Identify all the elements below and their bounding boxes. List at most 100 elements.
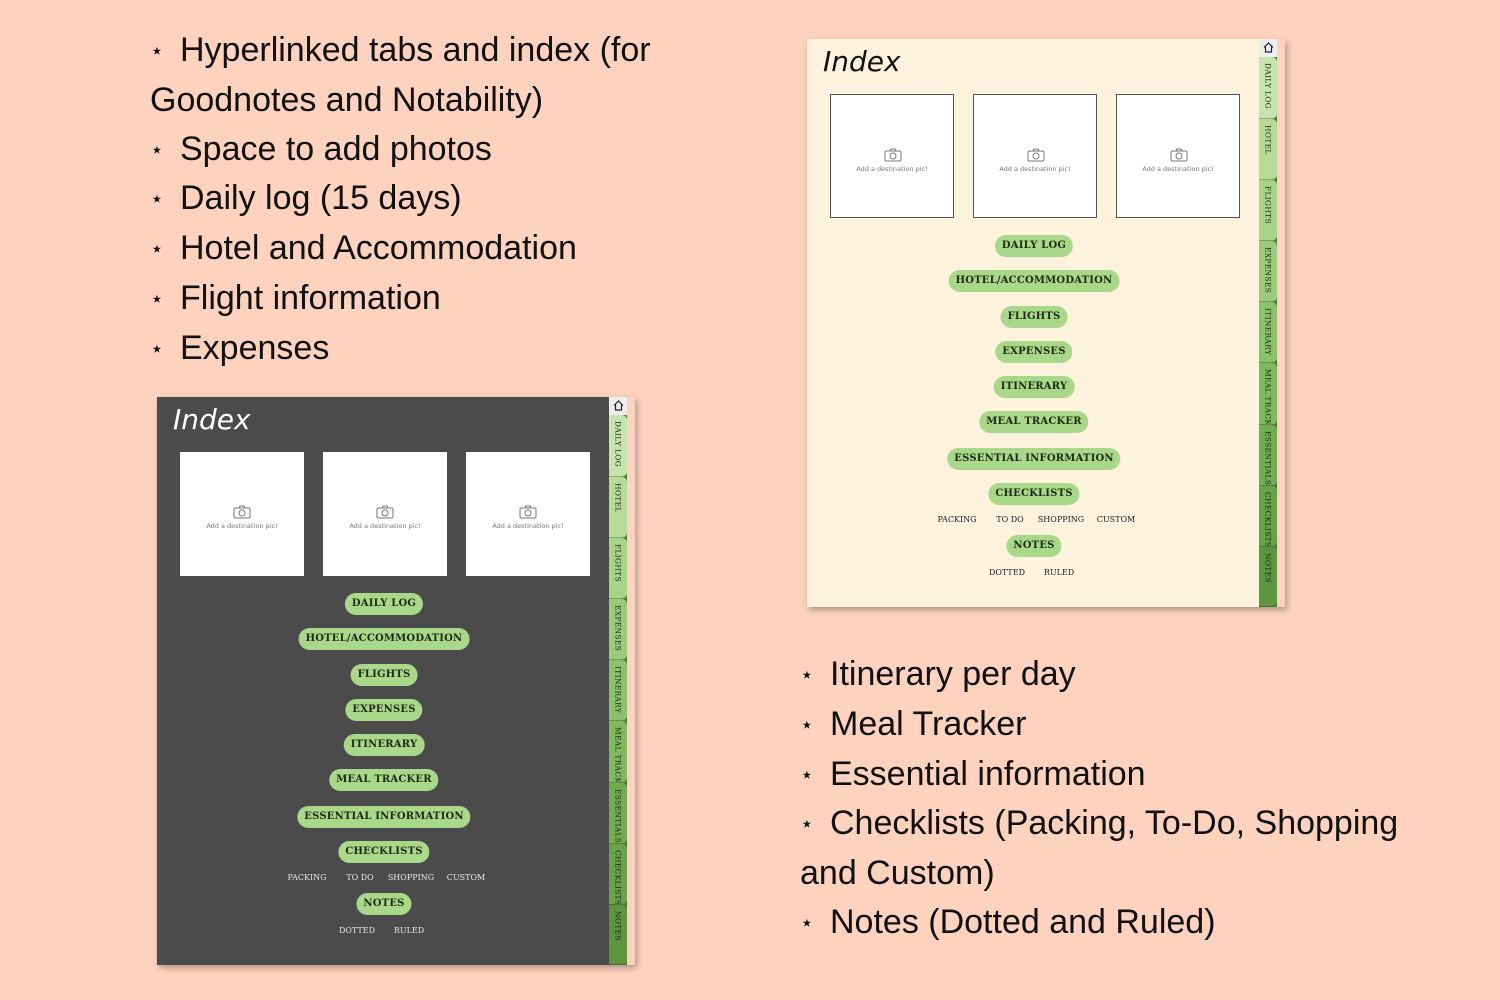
tab-flights[interactable]: FLIGHTS — [609, 538, 627, 599]
tab-checklists[interactable]: CHECKLISTS — [1259, 486, 1277, 547]
feature-text: Hotel and Accommodation — [180, 229, 577, 268]
index-link-hotel[interactable]: HOTEL/ACCOMMODATION — [948, 270, 1120, 292]
index-link-essential[interactable]: ESSENTIAL INFORMATION — [297, 806, 471, 828]
photo-caption: Add a destination pic! — [492, 522, 564, 530]
photo-placeholder[interactable]: Add a destination pic! — [973, 94, 1097, 218]
star-icon: ⋆ — [150, 236, 164, 262]
index-link-daily-log[interactable]: DAILY LOG — [344, 593, 424, 615]
tab-daily-log[interactable]: DAILY LOG — [609, 415, 627, 477]
checklist-link[interactable]: SHOPPING — [1037, 515, 1085, 524]
index-link-expenses[interactable]: EXPENSES — [995, 341, 1073, 363]
feature-item: ⋆ Flight information — [150, 274, 670, 324]
tab-itinerary[interactable]: ITINERARY — [609, 660, 627, 721]
index-link-notes[interactable]: NOTES — [356, 893, 412, 915]
star-icon: ⋆ — [150, 38, 164, 63]
photo-placeholder[interactable]: Add a destination pic! — [1116, 94, 1240, 218]
checklist-link[interactable]: PACKING — [937, 515, 977, 524]
tab-label: FLIGHTS — [1263, 186, 1273, 224]
tab-label: HOTEL — [613, 483, 623, 513]
home-tab[interactable] — [1259, 39, 1277, 57]
photo-placeholder[interactable]: Add a destination pic! — [323, 452, 447, 576]
checklist-link[interactable]: TO DO — [346, 873, 374, 882]
checklist-link[interactable]: TO DO — [996, 515, 1024, 524]
index-link-essential[interactable]: ESSENTIAL INFORMATION — [947, 448, 1121, 470]
tab-daily-log[interactable]: DAILY LOG — [1259, 57, 1277, 119]
home-tab[interactable] — [609, 397, 627, 415]
star-icon: ⋆ — [150, 335, 164, 361]
index-link-checklists[interactable]: CHECKLISTS — [338, 841, 430, 863]
index-link-daily-log[interactable]: DAILY LOG — [994, 235, 1074, 257]
tab-label: EXPENSES — [1263, 247, 1273, 294]
tab-hotel[interactable]: HOTEL — [1259, 119, 1277, 180]
tab-label: FLIGHTS — [613, 544, 623, 582]
checklist-link[interactable]: SHOPPING — [387, 873, 435, 882]
index-link-flights[interactable]: FLIGHTS — [1000, 306, 1068, 328]
feature-list-left: ⋆Hyperlinked tabs and index (for Goodnot… — [150, 26, 670, 374]
camera-icon — [1027, 148, 1045, 162]
feature-item: ⋆ Space to add photos — [150, 125, 670, 175]
tab-expenses[interactable]: EXPENSES — [1259, 241, 1277, 302]
star-icon: ⋆ — [800, 662, 814, 687]
camera-icon — [376, 505, 394, 519]
feature-list-right: ⋆Itinerary per day⋆Meal Tracker⋆Essentia… — [800, 650, 1460, 948]
tab-expenses[interactable]: EXPENSES — [609, 599, 627, 660]
tab-essentials[interactable]: ESSENTIALS — [609, 783, 627, 844]
tab-label: HOTEL — [1263, 125, 1273, 155]
feature-item: ⋆Notes (Dotted and Ruled) — [800, 898, 1460, 948]
tab-meal-tracker[interactable]: MEAL TRACKER — [609, 721, 627, 783]
feature-text: Itinerary per day — [830, 655, 1076, 693]
index-link-expenses[interactable]: EXPENSES — [345, 699, 423, 721]
index-link-checklists[interactable]: CHECKLISTS — [988, 483, 1080, 505]
photo-caption: Add a destination pic! — [856, 165, 928, 173]
feature-item: ⋆Checklists (Packing, To-Do, Shopping an… — [800, 799, 1460, 898]
tab-flights[interactable]: FLIGHTS — [1259, 180, 1277, 241]
tab-hotel[interactable]: HOTEL — [609, 477, 627, 538]
feature-text: Meal Tracker — [830, 704, 1027, 743]
photo-caption: Add a destination pic! — [206, 522, 278, 530]
feature-text: Flight information — [180, 278, 441, 317]
tab-itinerary[interactable]: ITINERARY — [1259, 302, 1277, 363]
index-link-flights[interactable]: FLIGHTS — [350, 664, 418, 686]
tab-label: ITINERARY — [1263, 308, 1273, 356]
photo-placeholder[interactable]: Add a destination pic! — [180, 452, 304, 576]
tab-label: NOTES — [1263, 553, 1273, 583]
photo-placeholder[interactable]: Add a destination pic! — [830, 94, 954, 218]
index-link-notes[interactable]: NOTES — [1006, 535, 1062, 557]
star-icon: ⋆ — [150, 136, 164, 162]
tab-label: MEAL TRACKER — [1263, 369, 1273, 425]
feature-text: Essential information — [830, 754, 1146, 793]
notes-link[interactable]: DOTTED — [988, 568, 1026, 577]
index-link-itinerary[interactable]: ITINERARY — [343, 734, 425, 756]
notes-link[interactable]: RULED — [1043, 568, 1075, 577]
feature-text: Checklists (Packing, To-Do, Shopping and… — [800, 804, 1399, 893]
camera-icon — [519, 505, 537, 519]
tab-label: DAILY LOG — [613, 421, 623, 468]
star-icon: ⋆ — [150, 285, 164, 311]
feature-text: Hyperlinked tabs and index (for Goodnote… — [150, 31, 651, 119]
tab-meal-tracker[interactable]: MEAL TRACKER — [1259, 363, 1277, 425]
index-title: Index — [173, 403, 251, 436]
feature-item: ⋆Daily log (15 days) — [150, 174, 670, 224]
index-link-meal-tracker[interactable]: MEAL TRACKER — [979, 411, 1089, 433]
checklist-link[interactable]: PACKING — [287, 873, 327, 882]
index-link-itinerary[interactable]: ITINERARY — [993, 376, 1075, 398]
photo-placeholder[interactable]: Add a destination pic! — [466, 452, 590, 576]
notes-link[interactable]: RULED — [393, 926, 425, 935]
checklist-link[interactable]: CUSTOM — [446, 873, 486, 882]
tab-label: DAILY LOG — [1263, 63, 1273, 110]
tab-notes[interactable]: NOTES — [1259, 547, 1277, 607]
tab-checklists[interactable]: CHECKLISTS — [609, 844, 627, 905]
feature-text: Notes (Dotted and Ruled) — [830, 902, 1216, 941]
tab-notes[interactable]: NOTES — [609, 905, 627, 965]
feature-text: Space to add photos — [180, 129, 492, 168]
index-link-meal-tracker[interactable]: MEAL TRACKER — [329, 769, 439, 791]
checklist-link[interactable]: CUSTOM — [1096, 515, 1136, 524]
index-link-hotel[interactable]: HOTEL/ACCOMMODATION — [298, 628, 470, 650]
notes-link[interactable]: DOTTED — [338, 926, 376, 935]
tab-essentials[interactable]: ESSENTIALS — [1259, 425, 1277, 486]
feature-item: ⋆ Hotel and Accommodation — [150, 224, 670, 274]
feature-item: ⋆Essential information — [800, 750, 1460, 800]
